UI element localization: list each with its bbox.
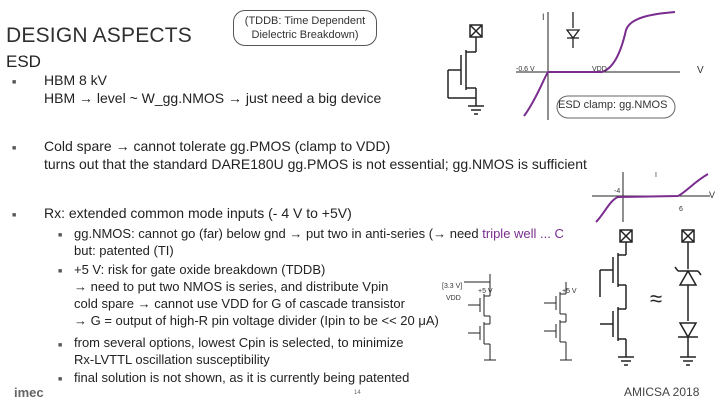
sub-5v-line1: +5 V: risk for gate oxide breakdown (TDD… xyxy=(74,262,326,277)
bullet-cold-line1: Cold spare → cannot tolerate gg.PMOS (cl… xyxy=(44,138,391,154)
sub-final-line: final solution is not shown, as it is cu… xyxy=(74,370,410,385)
bullet-marker: ■ xyxy=(12,212,17,219)
page-title: DESIGN ASPECTS xyxy=(6,24,193,47)
conference-label: AMICSA 2018 xyxy=(624,385,700,399)
approx-symbol: ≈ xyxy=(650,286,663,311)
schem-33v-label: [3.3 V] xyxy=(442,283,463,290)
tddb-note-line2: Dielectric Breakdown) xyxy=(251,29,359,41)
iv1-neg-label: -0.6 V xyxy=(516,66,535,73)
bullet-rx: Rx: extended common mode inputs (- 4 V t… xyxy=(44,205,352,221)
esd-iv-curve xyxy=(516,11,680,120)
iv2-pos-label: 6 xyxy=(679,206,683,213)
page-number: 14 xyxy=(354,390,361,396)
tddb-note: (TDDB: Time Dependent Dielectric Breakdo… xyxy=(233,10,377,46)
iv1-axis-v: V xyxy=(697,65,704,76)
sub-ggnmos-line1: gg.NMOS: cannot go (far) below gnd → put… xyxy=(74,226,564,242)
imec-logo: imec xyxy=(14,385,44,400)
iv1-caption: ESD clamp: gg.NMOS xyxy=(558,99,668,111)
ggnmos-schematic-icon xyxy=(447,24,484,115)
sub-ggnmos-highlight: triple well ... C xyxy=(482,226,564,241)
iv2-axis-v: V xyxy=(709,190,716,200)
iv2-axis-i: I xyxy=(655,172,657,179)
schem-vdd-label: VDD xyxy=(446,295,461,302)
tddb-note-line1: (TDDB: Time Dependent xyxy=(244,15,366,27)
section-heading: ESD xyxy=(6,52,41,71)
anti-series-schematic-icon xyxy=(599,229,702,366)
bullet-hbm-line1: HBM 8 kV xyxy=(44,72,108,88)
bullet-marker: ■ xyxy=(12,145,17,152)
schem-5v-label-a: +5 V xyxy=(478,288,493,295)
zener-diode-icon xyxy=(565,12,581,48)
bullet-marker: ■ xyxy=(12,79,17,86)
sub-bullet-marker: ■ xyxy=(58,232,63,239)
sub-5v-line4: → G = output of high-R pin voltage divid… xyxy=(74,313,439,328)
iv1-vdd-label: VDD xyxy=(592,66,607,73)
iv1-axis-i: I xyxy=(542,12,545,22)
sub-options-line2: Rx-LVTTL oscillation susceptibility xyxy=(74,352,270,367)
sub-bullet-marker: ■ xyxy=(58,342,63,349)
sub-options-line1: from several options, lowest Cpin is sel… xyxy=(74,335,404,350)
sub-ggnmos-text: gg.NMOS: cannot go (far) below gnd → put… xyxy=(74,226,483,241)
sub-bullet-marker: ■ xyxy=(58,376,63,383)
sub-5v-line3: cold spare → cannot use VDD for G of cas… xyxy=(74,296,405,311)
sub-bullet-marker: ■ xyxy=(58,268,63,275)
series-nmos-schematic-icon xyxy=(464,274,572,361)
bullet-cold-line2: turns out that the standard DARE180U gg.… xyxy=(44,156,587,172)
rx-iv-curve xyxy=(592,172,710,223)
bullet-hbm-line2: HBM → level ~ W_gg.NMOS → just need a bi… xyxy=(44,90,382,106)
sub-ggnmos-line2: but: patented (TI) xyxy=(74,243,174,258)
iv2-neg-label: -4 xyxy=(614,188,621,195)
sub-5v-line2: → need to put two NMOS is series, and di… xyxy=(74,279,389,294)
schem-5v-label-b: +5 V xyxy=(562,288,577,295)
